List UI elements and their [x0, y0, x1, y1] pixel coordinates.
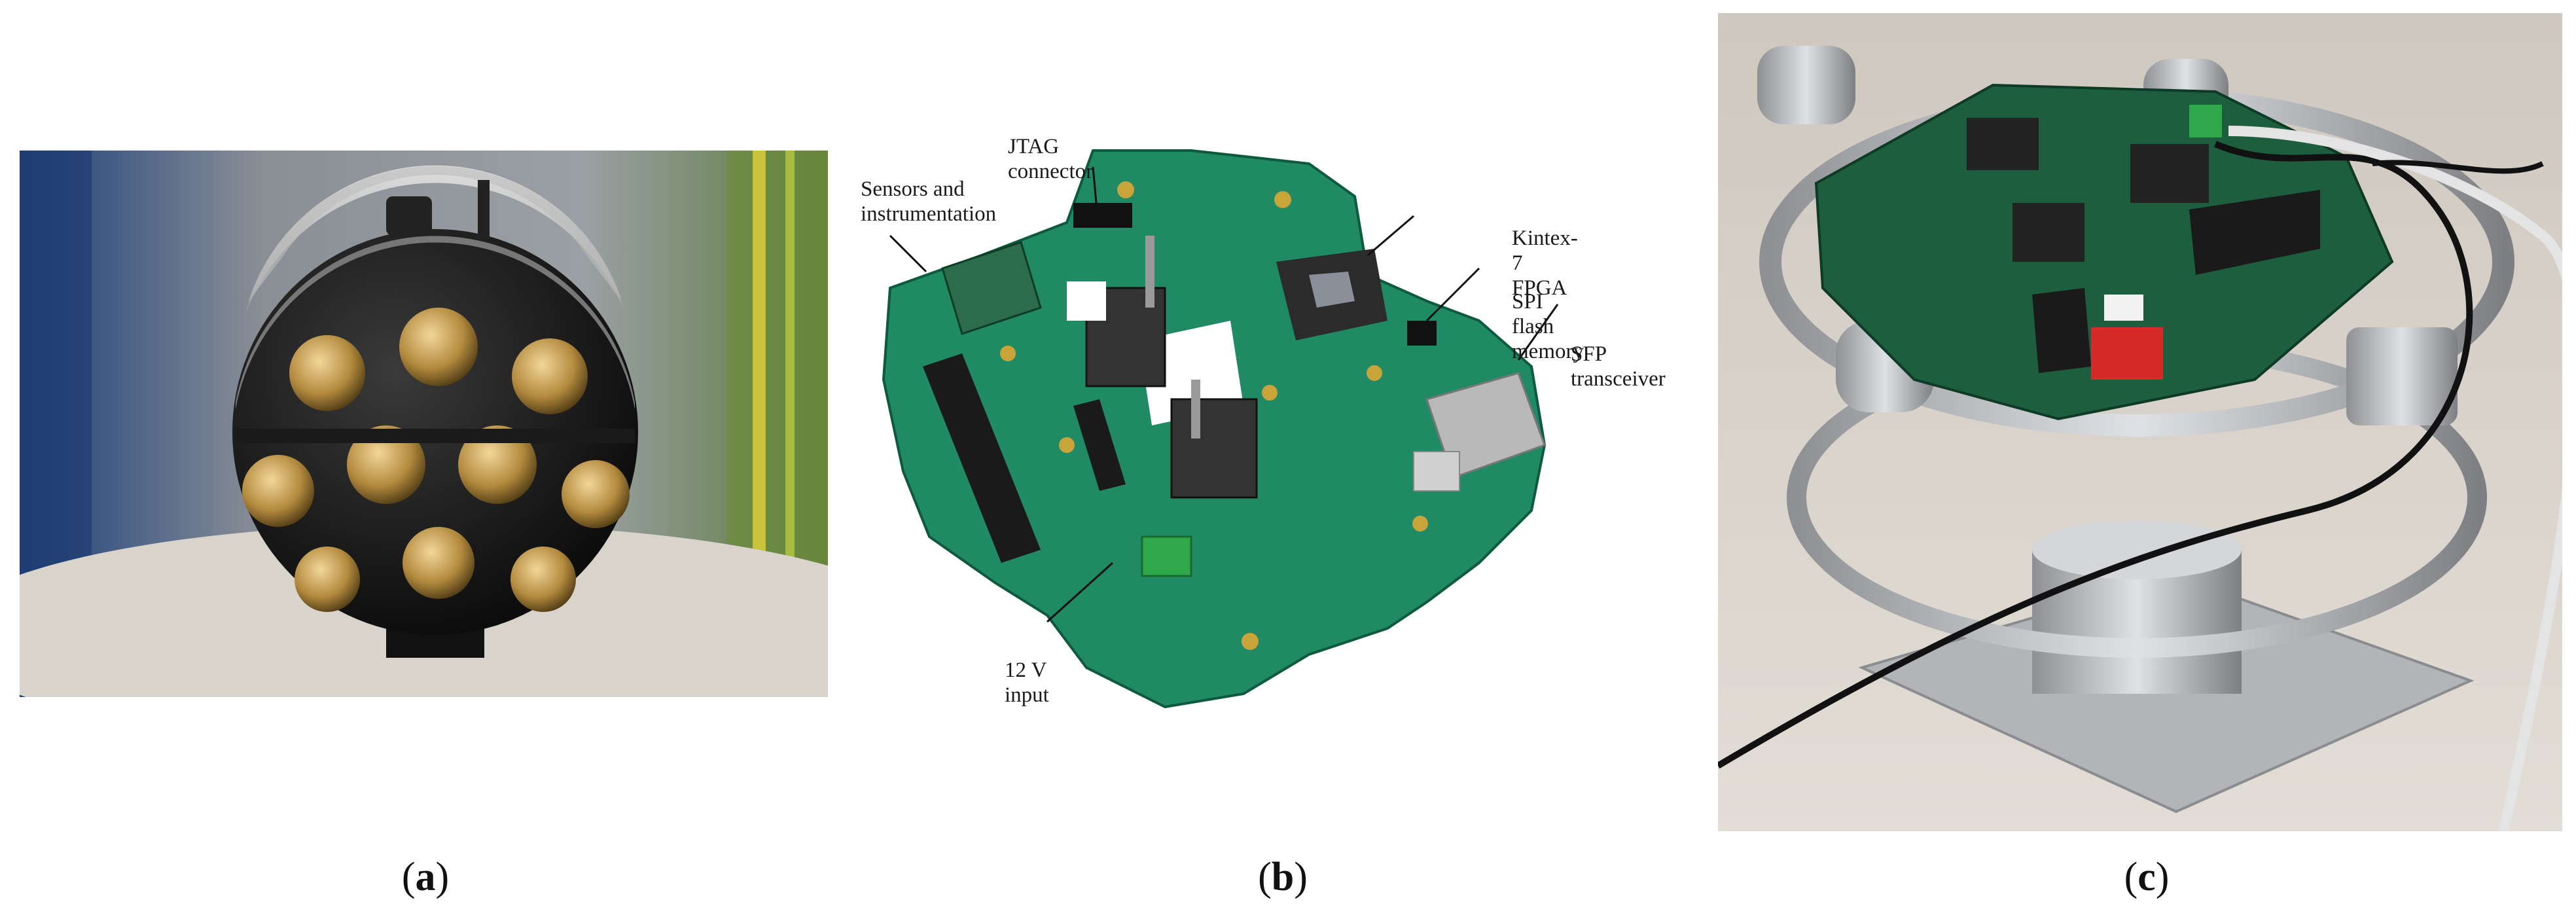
- optical-module-photo: [20, 151, 828, 697]
- label-spi-flash-memory: SPI flash memory: [1512, 290, 1584, 363]
- gimbal-mount-photo: [1718, 13, 2562, 831]
- label-sfp-transceiver: SFP transceiver: [1571, 342, 1666, 391]
- caption-b: (b): [1258, 855, 1308, 899]
- board-photo: [851, 105, 1721, 733]
- caption-c: (c): [2124, 855, 2170, 899]
- label-sensors-instrumentation: Sensors and instrumentation: [861, 177, 997, 226]
- label-kintex7-fpga: Kintex-7 FPGA: [1512, 226, 1578, 300]
- label-jtag-connector: JTAG connector: [1008, 135, 1094, 183]
- caption-a: (a): [401, 855, 450, 899]
- label-12v-input: 12 V input: [1005, 658, 1049, 707]
